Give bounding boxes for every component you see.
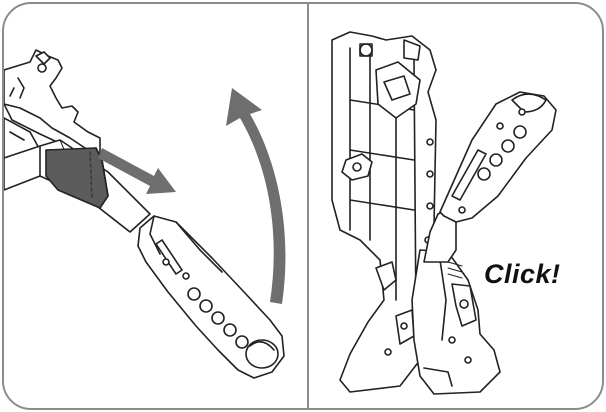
- right-panel: [331, 31, 557, 395]
- rotate-arrow-icon: [226, 88, 286, 304]
- click-label: Click!: [484, 259, 561, 289]
- handle-sleeve: [137, 215, 285, 379]
- lever-handle: [423, 91, 557, 263]
- machine-frame: [331, 31, 437, 393]
- left-panel: [4, 49, 286, 379]
- slide-arrow-icon: [98, 148, 176, 194]
- lever-base: [411, 249, 501, 395]
